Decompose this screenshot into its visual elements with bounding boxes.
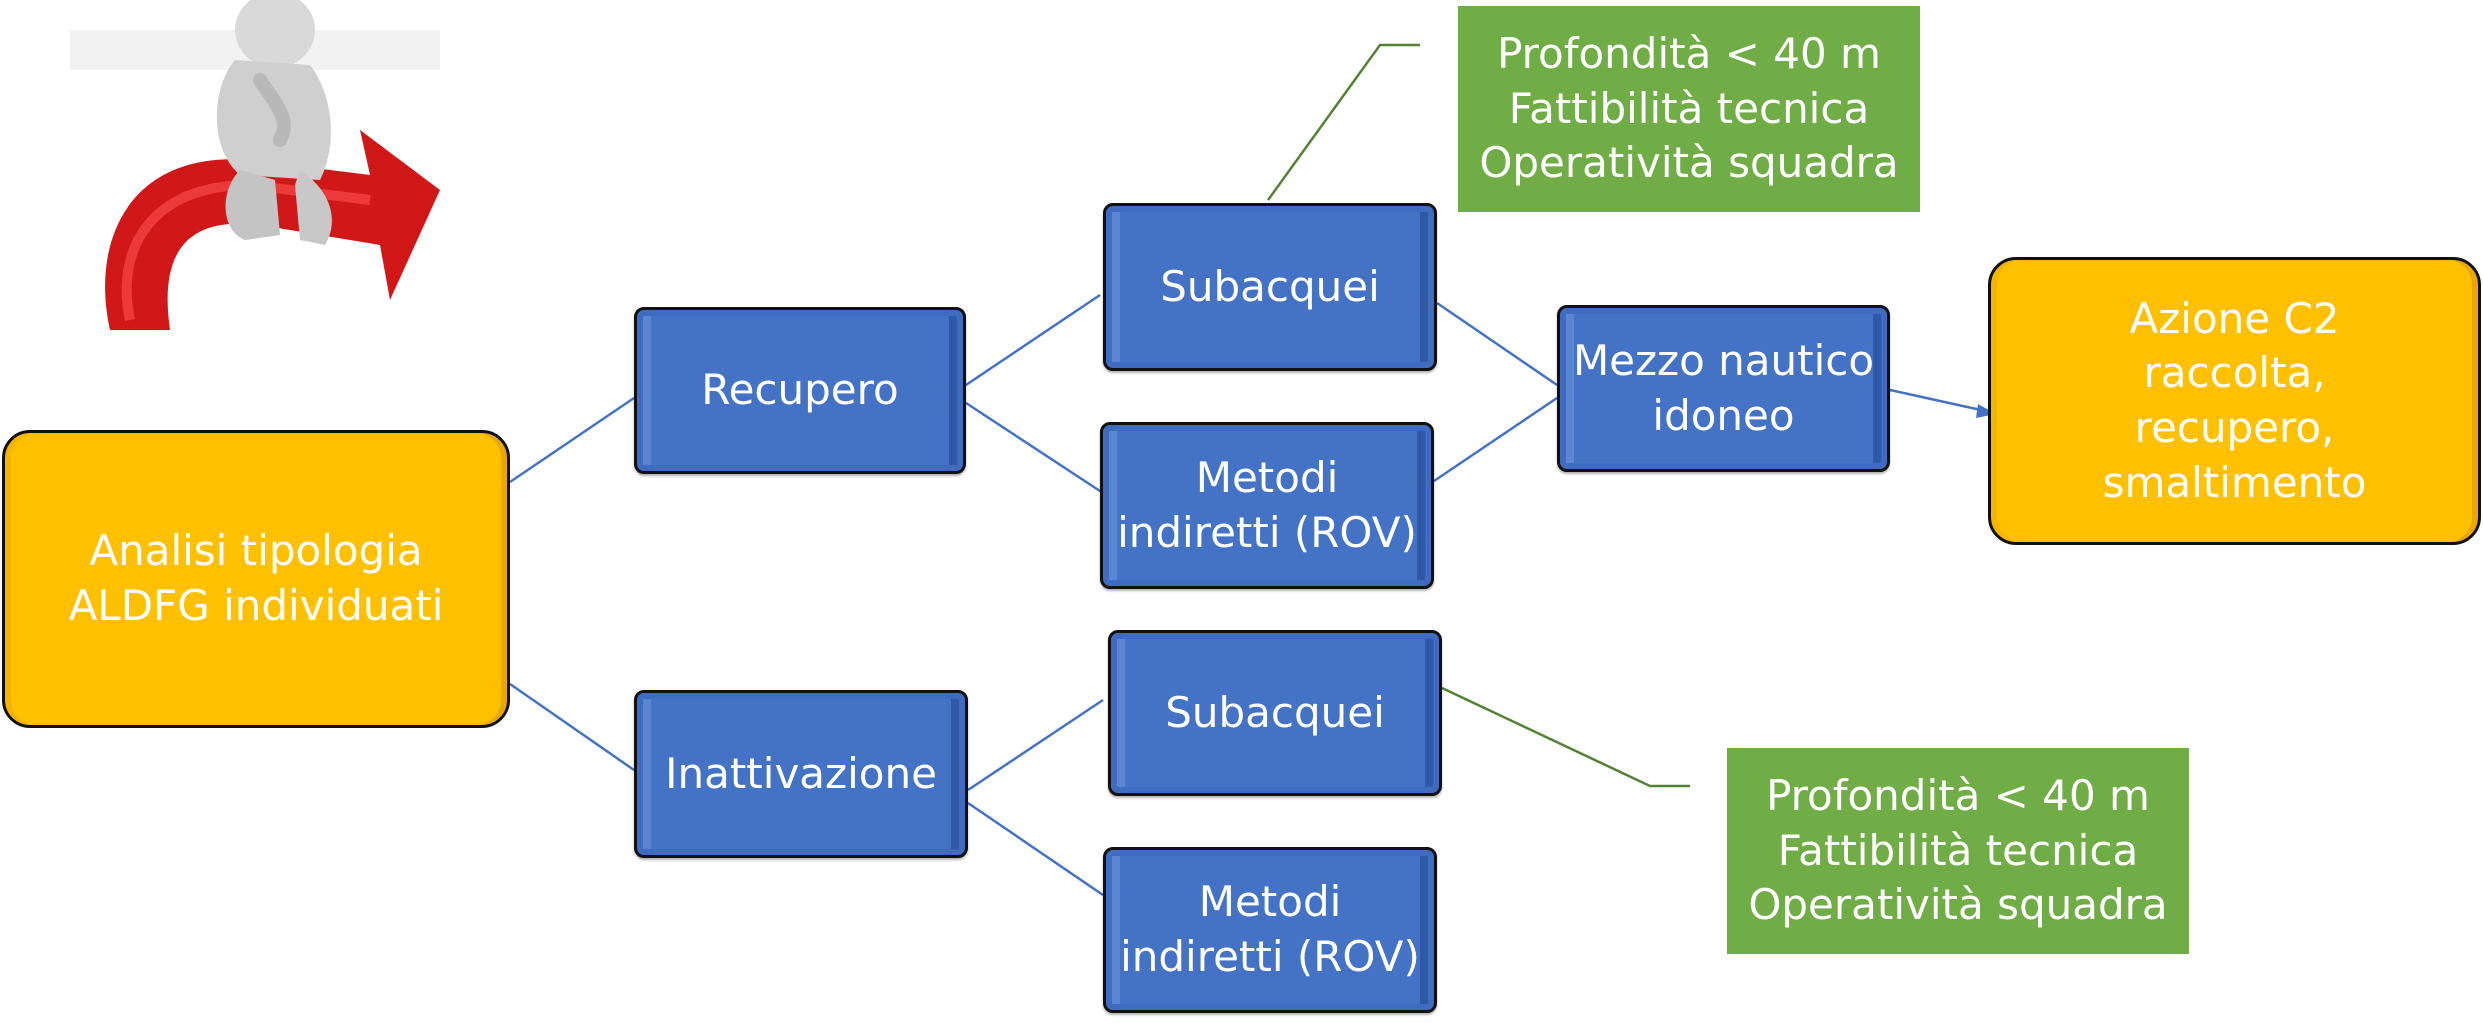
link-subacquei-mezzo [1436,301,1558,387]
azione-c2-node: Azione C2 raccolta, recupero, smaltiment… [1988,257,2481,545]
conditions-note-top: Profondità < 40 m Fattibilità tecnica Op… [1458,6,1920,212]
metodi-bottom-node: Metodi indiretti (ROV) [1103,847,1437,1013]
link-inattivazione-subacquei [967,698,1104,792]
callout-line-top [1266,43,1420,201]
link-mezzo-azione [1889,388,1991,414]
callout-line-bottom [1441,686,1690,788]
conditions-note-bottom: Profondità < 40 m Fattibilità tecnica Op… [1727,748,2189,954]
subacquei-bottom-node: Subacquei [1108,630,1442,796]
thinking-figure-on-red-arrow-icon [70,0,441,330]
analisi-node: Analisi tipologia ALDFG individuati [2,430,510,728]
link-recupero-metodi [965,401,1104,495]
inattivazione-node: Inattivazione [634,690,968,858]
recupero-node: Recupero [634,307,966,474]
subacquei-top-node: Subacquei [1103,203,1437,371]
link-recupero-subacquei [965,293,1101,387]
link-analisi-inattivazione [509,682,635,772]
link-analisi-recupero [509,396,635,484]
link-inattivazione-metodi [967,801,1104,897]
metodi-top-node: Metodi indiretti (ROV) [1100,422,1434,589]
mezzo-nautico-node: Mezzo nautico idoneo [1557,305,1890,472]
link-metodi-mezzo [1433,396,1558,483]
